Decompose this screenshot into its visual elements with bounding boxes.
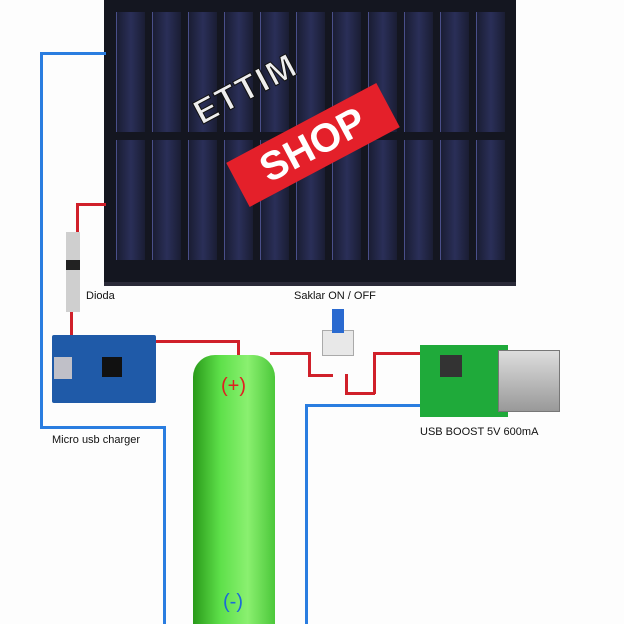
solar-cell xyxy=(440,140,469,260)
negative-wire xyxy=(163,426,166,624)
solar-cell xyxy=(476,12,505,132)
negative-wire xyxy=(40,426,165,429)
solar-cell xyxy=(404,140,433,260)
solar-cell xyxy=(188,140,217,260)
positive-wire xyxy=(155,340,240,343)
negative-wire xyxy=(40,52,106,55)
diode xyxy=(66,232,80,312)
boost-label: USB BOOST 5V 600mA xyxy=(420,426,539,438)
micro-usb-port xyxy=(54,357,72,379)
positive-wire xyxy=(308,374,333,377)
on-off-switch[interactable] xyxy=(322,309,354,356)
positive-wire xyxy=(78,203,106,206)
positive-wire xyxy=(345,392,375,395)
usb-a-port[interactable] xyxy=(498,350,560,412)
battery-18650: (+) (-) xyxy=(193,355,275,624)
positive-wire xyxy=(345,374,348,394)
solar-cell xyxy=(476,140,505,260)
solar-cell xyxy=(116,140,145,260)
solar-cell xyxy=(116,12,145,132)
usb-boost-board xyxy=(420,345,508,417)
negative-wire xyxy=(305,404,425,407)
solar-cell xyxy=(368,140,397,260)
solar-cell xyxy=(188,12,217,132)
positive-wire xyxy=(373,352,376,394)
positive-wire xyxy=(70,312,73,342)
battery-minus-label: (-) xyxy=(223,591,243,613)
micro-usb-charger-board xyxy=(52,335,156,403)
solar-cell xyxy=(404,12,433,132)
negative-wire xyxy=(305,404,308,624)
positive-wire xyxy=(237,340,240,358)
solar-cell xyxy=(260,12,289,132)
positive-wire xyxy=(270,352,310,355)
solar-cell xyxy=(152,140,181,260)
negative-wire xyxy=(40,52,43,428)
positive-wire xyxy=(308,352,311,376)
solar-cell xyxy=(440,12,469,132)
charger-label: Micro usb charger xyxy=(52,434,141,446)
switch-button[interactable] xyxy=(332,309,344,333)
solar-cell xyxy=(224,12,253,132)
positive-wire xyxy=(76,203,79,233)
battery-plus-label: (+) xyxy=(221,375,246,397)
positive-wire xyxy=(373,352,423,355)
switch-label: Saklar ON / OFF xyxy=(294,290,376,302)
solar-cell xyxy=(152,12,181,132)
diode-body xyxy=(66,260,80,270)
diode-label: Dioda xyxy=(86,290,115,302)
chip xyxy=(102,357,122,377)
inductor xyxy=(440,355,462,377)
